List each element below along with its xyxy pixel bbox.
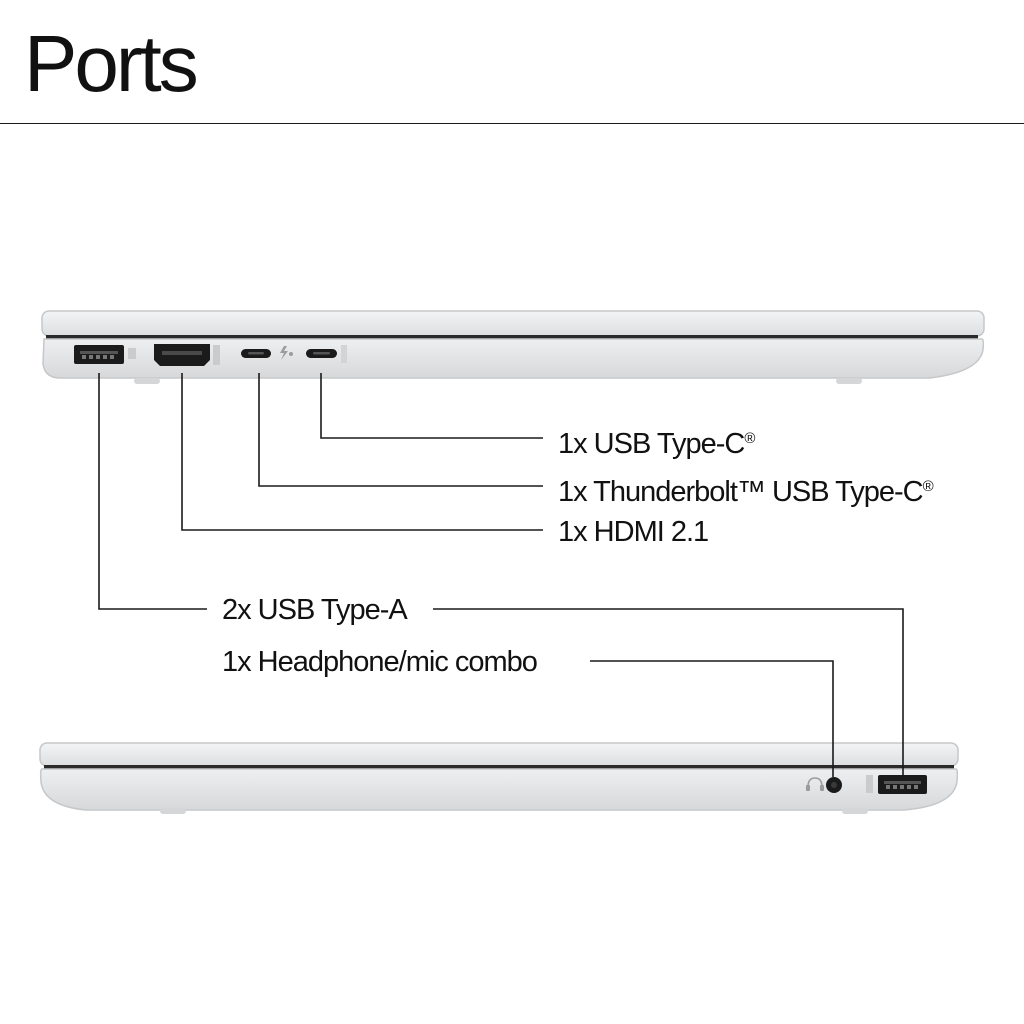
callout-line-hdmi xyxy=(181,373,543,531)
laptop-right-foot xyxy=(842,808,868,814)
laptop-left-lid xyxy=(41,310,985,337)
usb-a-port-left xyxy=(74,345,124,364)
laptop-left-seam xyxy=(46,335,978,339)
header-divider xyxy=(0,123,1024,124)
callout-lines xyxy=(98,373,904,777)
callout-line-usb-a-left xyxy=(98,373,207,610)
page-title: Ports xyxy=(24,19,199,108)
laptop-left-side xyxy=(41,310,985,384)
callout-line-thunderbolt xyxy=(258,373,543,487)
thunderbolt-icon xyxy=(280,346,288,360)
usb-a-port-right xyxy=(878,775,927,794)
laptop-right-foot xyxy=(160,808,186,814)
laptop-right-base xyxy=(39,768,959,811)
callout-line-usb-c xyxy=(320,373,543,439)
callout-line-headphone xyxy=(590,660,834,777)
laptop-right-lid xyxy=(39,742,959,767)
headphone-icon xyxy=(807,777,823,788)
laptop-left-base xyxy=(42,338,985,379)
laptop-right-seam xyxy=(44,765,954,769)
laptop-right-side xyxy=(39,742,959,814)
label-thunderbolt: 1x Thunderbolt™ USB Type-C® xyxy=(558,476,934,508)
laptop-left-foot xyxy=(836,378,862,384)
label-headphone: 1x Headphone/mic combo xyxy=(222,646,538,678)
callout-line-usb-a-right xyxy=(433,608,904,775)
laptop-left-foot xyxy=(134,378,160,384)
label-usb-c: 1x USB Type-C® xyxy=(558,428,756,460)
label-usb-a: 2x USB Type-A xyxy=(222,594,408,626)
status-led xyxy=(289,352,293,356)
label-hdmi: 1x HDMI 2.1 xyxy=(558,516,709,548)
